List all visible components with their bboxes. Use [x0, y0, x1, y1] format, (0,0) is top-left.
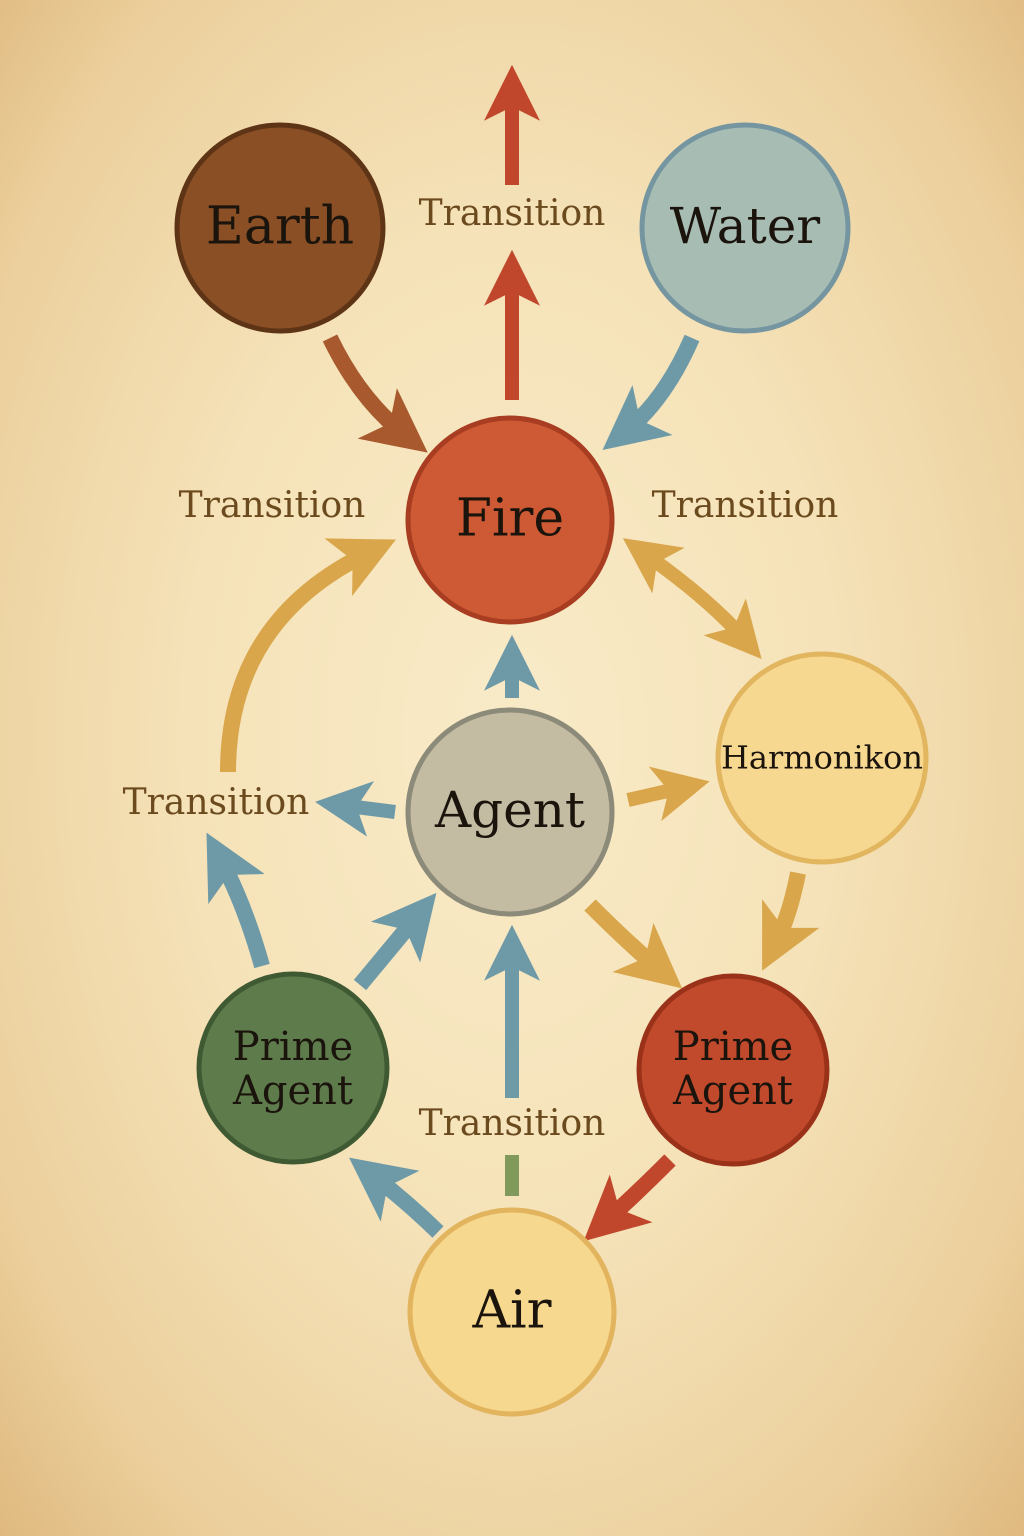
node-prime-agent-right: Prime Agent	[636, 973, 830, 1167]
arrow-earth-to-fire	[322, 334, 428, 453]
node-agent-label: Agent	[434, 781, 585, 839]
transition-label-left: Transition	[179, 485, 366, 526]
arrow-transition-to-fire	[220, 538, 396, 773]
node-prime-agent-left-line1: Prime	[233, 1024, 353, 1070]
node-harmonikon-label: Harmonikon	[721, 739, 923, 777]
node-air-label: Air	[471, 1281, 551, 1341]
arrow-fire-harmonikon	[622, 538, 762, 659]
node-water-label: Water	[670, 197, 821, 255]
arrow-prime-left-to-transition	[206, 832, 270, 969]
transition-label-right: Transition	[652, 485, 839, 526]
arrows	[206, 64, 820, 1242]
transition-label-bottom: Transition	[419, 1103, 606, 1144]
node-agent: Agent	[405, 707, 615, 917]
arrow-harmonikon-to-prime-right	[762, 871, 820, 971]
node-fire-label: Fire	[456, 489, 564, 549]
node-water: Water	[639, 122, 851, 334]
node-earth: Earth	[174, 122, 386, 334]
arrow-prime-left-to-agent	[353, 892, 437, 991]
node-prime-agent-left-line2: Agent	[232, 1068, 353, 1114]
node-harmonikon: Harmonikon	[715, 651, 929, 865]
node-prime-agent-left: Prime Agent	[196, 971, 390, 1165]
transition-label-top: Transition	[419, 193, 606, 234]
arrow-agent-to-harmonikon	[626, 766, 710, 822]
arrow-agent-to-transition	[315, 781, 396, 837]
node-fire: Fire	[405, 415, 615, 625]
arrow-water-to-fire	[602, 334, 700, 450]
arrow-air-to-prime-left	[349, 1157, 444, 1238]
node-prime-agent-right-line2: Agent	[672, 1068, 793, 1114]
node-earth-label: Earth	[206, 197, 354, 257]
arrow-prime-right-to-air	[583, 1154, 676, 1242]
arrow-agent-to-prime-right	[584, 899, 683, 989]
node-air: Air	[407, 1207, 617, 1417]
node-prime-agent-right-line1: Prime	[673, 1024, 793, 1070]
transition-label-mid: Transition	[123, 782, 310, 823]
